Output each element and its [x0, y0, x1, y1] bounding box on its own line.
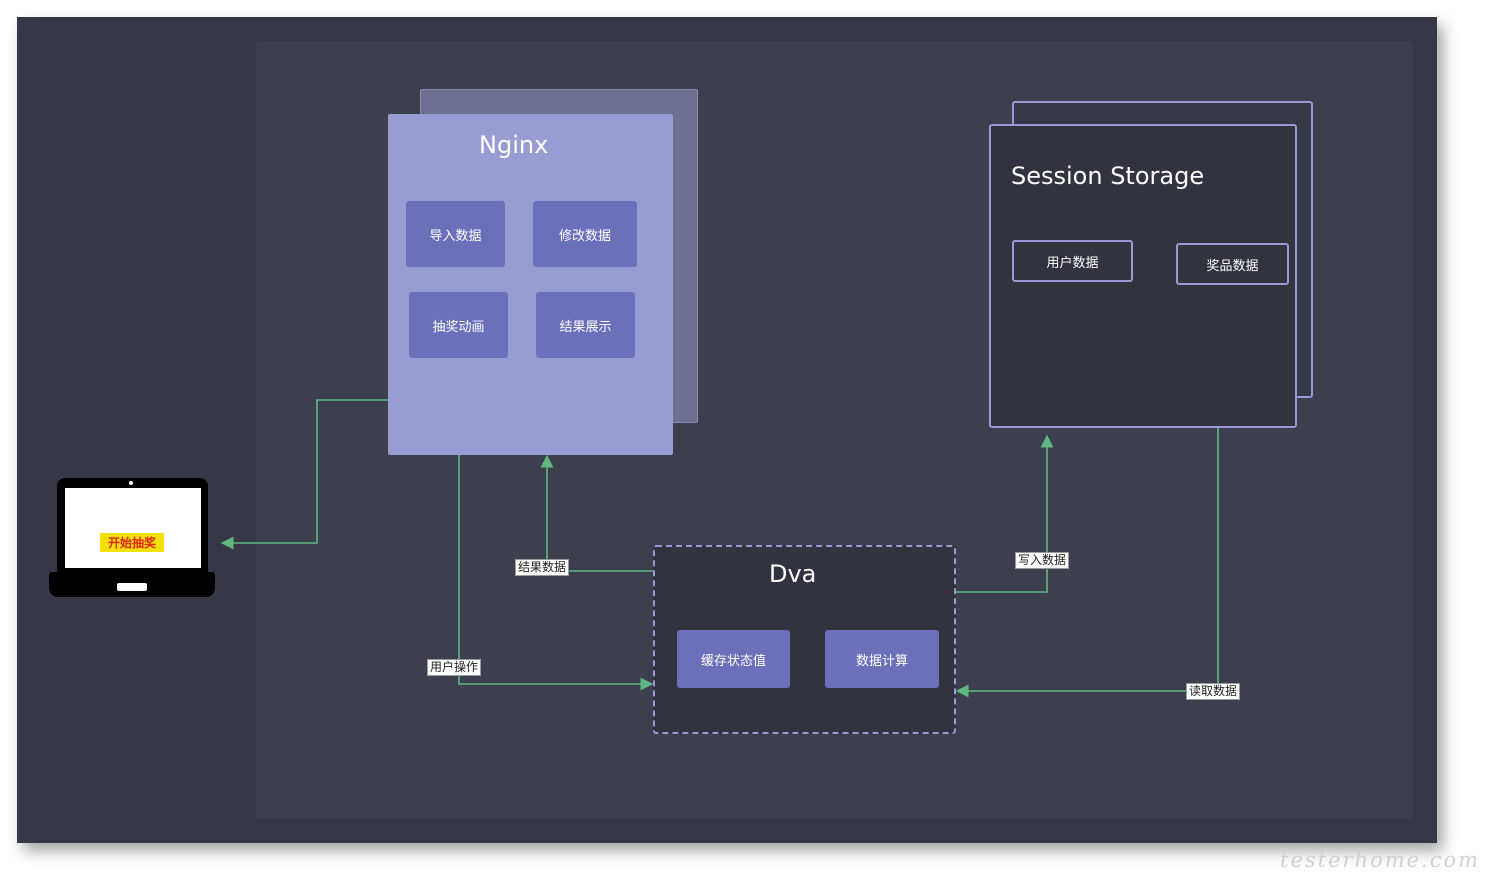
edge-nginx-to-client — [220, 399, 388, 550]
edge-nginx-to-dva-user-action — [458, 455, 654, 691]
edge-label-user-action: 用户操作 — [427, 659, 482, 676]
dva-title: Dva — [769, 560, 817, 588]
edge-label-write-data: 写入数据 — [1015, 552, 1070, 569]
laptop-screen — [65, 488, 201, 568]
edge-label-result-data: 结果数据 — [515, 559, 570, 576]
edge-dva-to-session-write — [956, 434, 1054, 593]
feature-lottery-animation[interactable]: 抽奖动画 — [409, 292, 508, 358]
feature-result-display[interactable]: 结果展示 — [536, 292, 635, 358]
laptop-trackpad — [117, 583, 147, 591]
storage-prize-data[interactable]: 奖品数据 — [1176, 243, 1289, 285]
feature-modify-data[interactable]: 修改数据 — [533, 201, 637, 267]
laptop-camera — [129, 481, 133, 485]
storage-user-data[interactable]: 用户数据 — [1012, 240, 1133, 282]
edge-session-to-dva-read — [955, 428, 1219, 698]
session-storage-title: Session Storage — [1011, 162, 1205, 190]
edge-label-read-data: 读取数据 — [1186, 683, 1241, 700]
nginx-node[interactable] — [388, 114, 673, 455]
edge-dva-to-nginx-result — [540, 454, 653, 572]
start-lottery-button[interactable]: 开始抽奖 — [100, 533, 164, 552]
feature-import-data[interactable]: 导入数据 — [406, 201, 505, 267]
nginx-title: Nginx — [479, 131, 549, 159]
dva-data-calculation[interactable]: 数据计算 — [825, 630, 939, 688]
watermark: testerhome.com — [1280, 848, 1481, 872]
dva-cache-state[interactable]: 缓存状态值 — [677, 630, 790, 688]
